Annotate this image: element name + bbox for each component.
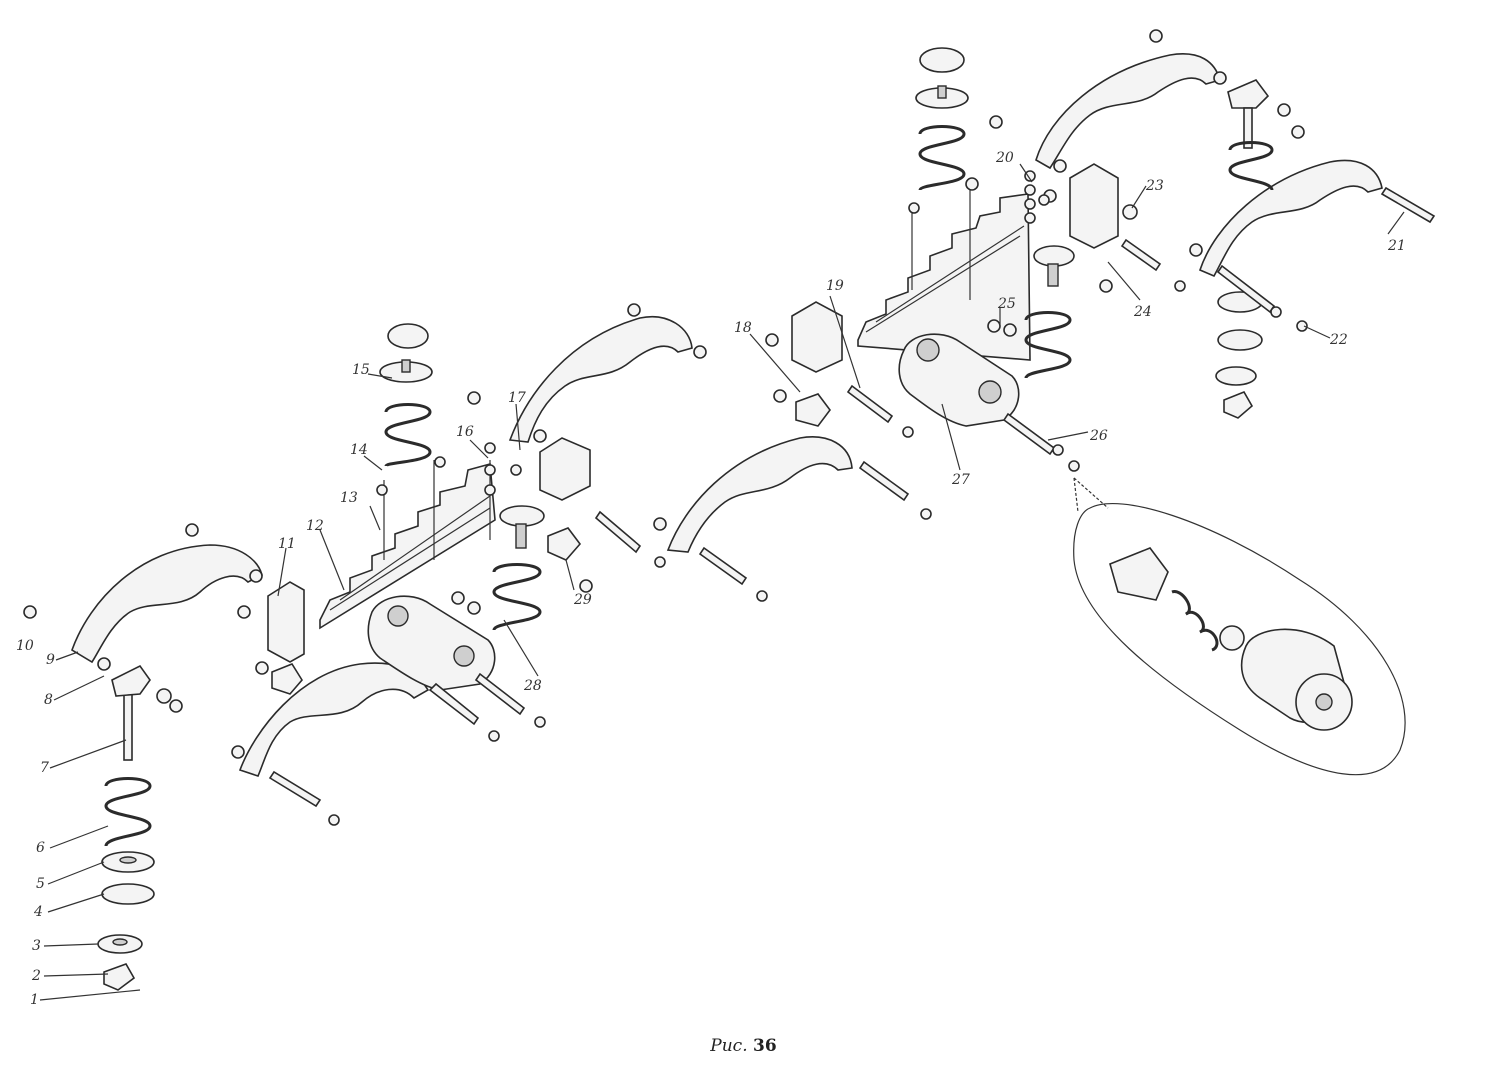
callout-label: 13 bbox=[340, 490, 358, 506]
balancer-arm bbox=[666, 436, 853, 553]
shackle-bracket bbox=[539, 437, 591, 501]
spring-stack bbox=[1024, 245, 1075, 379]
callout-label: 15 bbox=[352, 362, 370, 378]
callout-label: 23 bbox=[1145, 178, 1164, 194]
callout-label: 6 bbox=[36, 840, 45, 856]
shackle-bracket bbox=[791, 301, 843, 373]
callout-label: 12 bbox=[306, 518, 324, 534]
balancer-arm bbox=[508, 315, 693, 443]
callout-label: 21 bbox=[1387, 238, 1406, 254]
callout-label: 4 bbox=[33, 904, 43, 920]
callout-label: 26 bbox=[1089, 428, 1108, 444]
balancer-arm bbox=[238, 662, 430, 777]
callout-label: 24 bbox=[1133, 304, 1152, 320]
shackle-bracket bbox=[267, 581, 305, 663]
spring-stack bbox=[97, 664, 155, 991]
callout-label: 1 bbox=[30, 992, 39, 1008]
left-assembly bbox=[23, 303, 853, 991]
spring-seat bbox=[795, 393, 831, 427]
spring-stack bbox=[379, 323, 435, 560]
pin bbox=[858, 460, 910, 502]
callout-labels: 1 2 3 4 5 6 7 8 9 10 11 12 13 14 15 16 1… bbox=[16, 150, 1406, 1008]
pin bbox=[1216, 264, 1276, 314]
leader-lines bbox=[39, 163, 1405, 1001]
callout-label: 17 bbox=[508, 390, 526, 406]
callout-label: 16 bbox=[456, 424, 474, 440]
callout-label: 7 bbox=[40, 760, 49, 776]
balancer-arm bbox=[1199, 159, 1383, 278]
pin bbox=[698, 546, 748, 586]
figure-caption: Рис. 36 bbox=[0, 1036, 1487, 1056]
nut bbox=[765, 29, 1308, 520]
callout-label: 3 bbox=[32, 938, 41, 954]
nut bbox=[23, 303, 768, 826]
callout-label: 14 bbox=[350, 442, 368, 458]
pin bbox=[474, 672, 526, 716]
callout-label: 20 bbox=[995, 150, 1014, 166]
callout-label: 27 bbox=[951, 472, 970, 488]
figure-caption-number: 36 bbox=[753, 1036, 777, 1056]
spring-seat bbox=[271, 663, 303, 695]
callout-label: 11 bbox=[278, 536, 296, 552]
shackle-bracket bbox=[1069, 163, 1119, 249]
callout-label: 8 bbox=[44, 692, 53, 708]
balancer-arm bbox=[71, 544, 263, 664]
spring-seat bbox=[547, 527, 582, 561]
callout-label: 22 bbox=[1329, 332, 1348, 348]
callout-label: 5 bbox=[36, 876, 45, 892]
callout-label: 2 bbox=[31, 968, 41, 984]
right-assembly bbox=[765, 29, 1436, 520]
pin bbox=[1380, 186, 1436, 224]
pin bbox=[846, 384, 894, 424]
pin bbox=[1120, 238, 1162, 272]
callout-label: 29 bbox=[573, 592, 592, 608]
pin bbox=[268, 770, 322, 808]
callout-label: 25 bbox=[997, 296, 1016, 312]
callout-label: 28 bbox=[523, 678, 542, 694]
spring-stack bbox=[489, 460, 545, 631]
pin bbox=[594, 510, 642, 554]
callout-label: 10 bbox=[16, 638, 34, 654]
pin bbox=[428, 682, 480, 726]
figure-caption-prefix: Рис. bbox=[710, 1036, 748, 1056]
callout-label: 19 bbox=[826, 278, 844, 294]
pin bbox=[1002, 412, 1056, 456]
callout-label: 9 bbox=[46, 652, 55, 668]
spring-stack bbox=[911, 47, 971, 300]
detail-inset bbox=[1073, 477, 1406, 776]
callout-label: 18 bbox=[734, 320, 752, 336]
balancer-arm bbox=[1035, 53, 1221, 170]
